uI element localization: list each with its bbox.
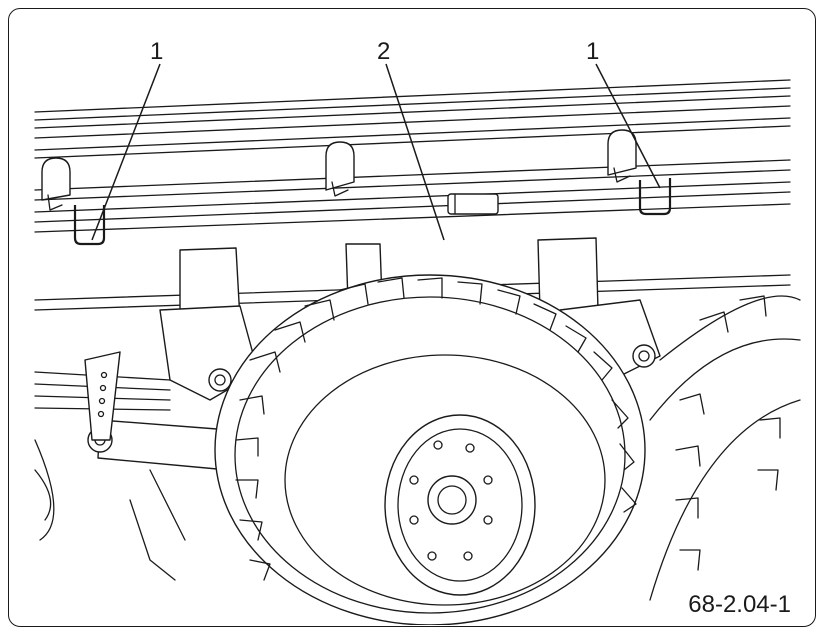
wheel-rear-left <box>34 439 186 581</box>
u-bolt-right <box>638 178 672 216</box>
chassis-frame <box>34 79 791 311</box>
wheel-hub <box>384 414 536 596</box>
hook-middle <box>325 141 355 197</box>
callout-1-left: 1 <box>150 38 164 65</box>
u-bolt-left <box>73 205 106 246</box>
leader-lines <box>91 63 661 241</box>
callout-1-right: 1 <box>586 38 600 65</box>
hook-left <box>41 157 71 211</box>
rail-clip <box>447 193 499 215</box>
hook-right <box>607 129 637 183</box>
wheel-rear-right <box>649 295 801 601</box>
callout-2: 2 <box>377 38 391 65</box>
spring-bracket-left <box>159 247 259 401</box>
leaf-spring-left <box>34 351 231 471</box>
figure-id: 68-2.04-1 <box>688 591 791 618</box>
